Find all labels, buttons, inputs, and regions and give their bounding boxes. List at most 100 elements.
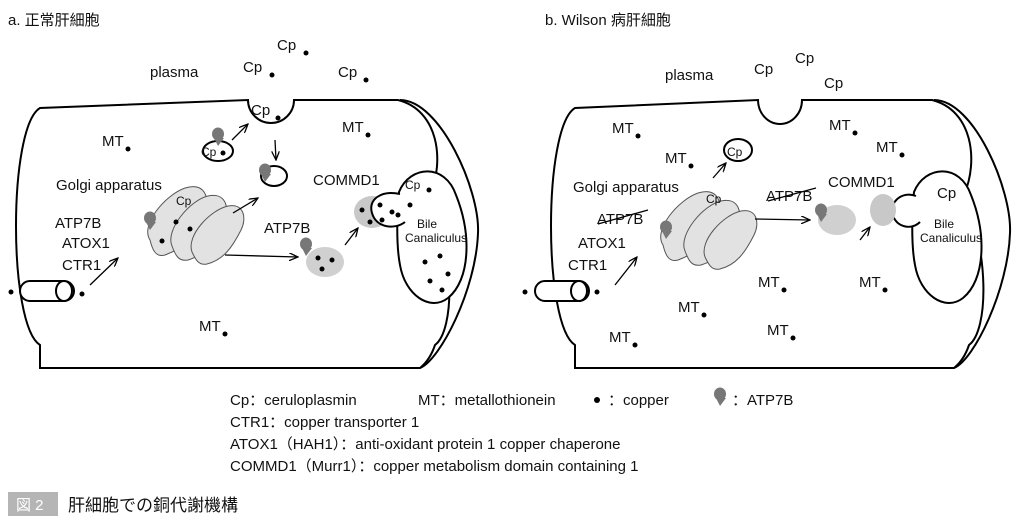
panel-a-arrow-to-atp7b-vesicle (224, 255, 298, 257)
panel-b-mt-6: MT (859, 274, 881, 291)
copper-dot (125, 146, 131, 152)
copper-dot (187, 226, 193, 232)
panel-b-arrow-to-atp7b-vesicle (754, 219, 810, 220)
copper-dot (701, 312, 707, 318)
copper-dot (303, 50, 309, 56)
copper-dot (635, 133, 641, 139)
copper-dot (79, 291, 85, 297)
panel-b-arrow-ctr1 (614, 257, 637, 286)
panel-b-golgi-cistern-3 (703, 210, 758, 270)
copper-dot (329, 257, 335, 263)
panel-b-golgi-cp-label: Cp (706, 192, 722, 206)
panel-a-cp-plasma-1: Cp (277, 37, 296, 54)
legend-atp7b: ：ATP7B (732, 392, 793, 409)
panel-b-mt-1: MT (612, 120, 634, 137)
panel-a-cp-plasma-3: Cp (338, 64, 357, 81)
panel-a-canal-cp-label: Cp (405, 178, 421, 192)
panel-a-arrow-golgi-out (232, 198, 258, 214)
panel-b-plasma-label: plasma (665, 67, 714, 84)
copper-dot (8, 289, 14, 295)
copper-dot (594, 289, 600, 295)
panel-b-atp7b-vesicle-strike (767, 187, 817, 202)
copper-dot (790, 335, 796, 341)
panel-a-cp-vesicle-label: Cp (201, 145, 217, 159)
panel-b-commd1-blob (870, 194, 896, 226)
copper-dot (315, 255, 321, 261)
panel-b-ctr1-label: CTR1 (568, 257, 607, 274)
panel-a-title: a. 正常肝細胞 (8, 12, 100, 29)
copper-dot (632, 342, 638, 348)
panel-a-arrow-recycle (275, 139, 276, 160)
copper-dot (427, 278, 433, 284)
copper-dot (389, 209, 395, 215)
legend-atp7b-icon (714, 387, 726, 406)
copper-dot (422, 259, 428, 265)
caption-number: 図 2 (16, 497, 44, 514)
panel-a-atp7b-label: ATP7B (55, 215, 101, 232)
caption-number-box (8, 492, 58, 516)
panel-b-golgi-label: Golgi apparatus (573, 179, 679, 196)
copper-dot (367, 219, 373, 225)
panel-a-mt-2: MT (342, 119, 364, 136)
panel-b-cp-plasma-3: Cp (824, 75, 843, 92)
panel-b-cp-vesicle-label: Cp (727, 145, 743, 159)
legend-atox1: ATOX1（HAH1）：anti-oxidant protein 1 coppe… (230, 436, 621, 453)
panel-b-atp7b-vesicle (818, 205, 856, 235)
legend: Cp：ceruloplasmin MT：metallothionein ：cop… (230, 387, 793, 475)
copper-dot (319, 266, 325, 272)
panel-b-neighbor-membrane (933, 99, 1012, 369)
copper-dot (377, 202, 383, 208)
panel-b-mt-7: MT (678, 299, 700, 316)
panel-a-ctr1-label: CTR1 (62, 257, 101, 274)
panel-b-cp-plasma-2: Cp (795, 50, 814, 67)
panel-b-canaliculus-label: Canaliculus (920, 231, 982, 245)
panel-b-mt-8: MT (767, 322, 789, 339)
panel-a-golgi-label: Golgi apparatus (56, 177, 162, 194)
copper-dot (222, 331, 228, 337)
panel-a-commd1-vesicle (370, 192, 406, 228)
panel-a-cp-secreted: Cp (251, 102, 270, 119)
panel-b-arrow-to-cp-vesicle (712, 163, 726, 179)
panel-b-atox1-label: ATOX1 (578, 235, 626, 252)
panel-b-atp7b-label: ATP7B (597, 211, 643, 228)
figure-caption: 図 2 肝細胞での銅代謝機構 (8, 492, 238, 516)
copper-dot (173, 219, 179, 225)
panel-b: b. Wilson 病肝細胞 Bile Canaliculus Cp plasm… (522, 12, 1012, 369)
panel-b-commd1-vesicle (890, 193, 921, 228)
panel-a-neighbor-membrane (399, 99, 480, 369)
copper-dot (899, 152, 905, 158)
copper-dot (395, 212, 401, 218)
legend-mt: MT：metallothionein (418, 392, 556, 409)
panel-a-canaliculus-label: Canaliculus (405, 231, 467, 245)
legend-ctr1: CTR1：copper transporter 1 (230, 414, 419, 431)
panel-b-mt-3: MT (829, 117, 851, 134)
copper-dot (781, 287, 787, 293)
panel-a-atp7b-vesicle-label: ATP7B (264, 220, 310, 237)
panel-a-mt-1: MT (102, 133, 124, 150)
copper-dot (407, 202, 413, 208)
copper-dot (269, 72, 275, 78)
panel-b-mt-2: MT (665, 150, 687, 167)
copper-dot (852, 130, 858, 136)
copper-dot (445, 271, 451, 277)
copper-dot (688, 163, 694, 169)
legend-copper-dot-icon (594, 397, 600, 403)
copper-dot (159, 238, 165, 244)
panel-b-cell-membrane (550, 98, 985, 369)
copper-dot (365, 132, 371, 138)
panel-a-cp-plasma-2: Cp (243, 59, 262, 76)
copper-dot (426, 187, 432, 193)
caption-text: 肝細胞での銅代謝機構 (68, 496, 238, 515)
panel-b-commd1-label: COMMD1 (828, 174, 895, 191)
panel-a-golgi-cistern-3 (190, 205, 245, 265)
panel-b-arrow-to-commd1 (859, 227, 870, 241)
copper-dot (220, 150, 226, 156)
panel-a-arrow-ctr1 (89, 258, 118, 286)
panel-b-cp-plasma-1: Cp (754, 61, 773, 78)
panel-a-bile-label: Bile (417, 217, 437, 231)
panel-a-plasma-label: plasma (150, 64, 199, 81)
panel-a-bile-canaliculus (396, 170, 468, 304)
copper-dot (882, 287, 888, 293)
copper-dot (363, 77, 369, 83)
